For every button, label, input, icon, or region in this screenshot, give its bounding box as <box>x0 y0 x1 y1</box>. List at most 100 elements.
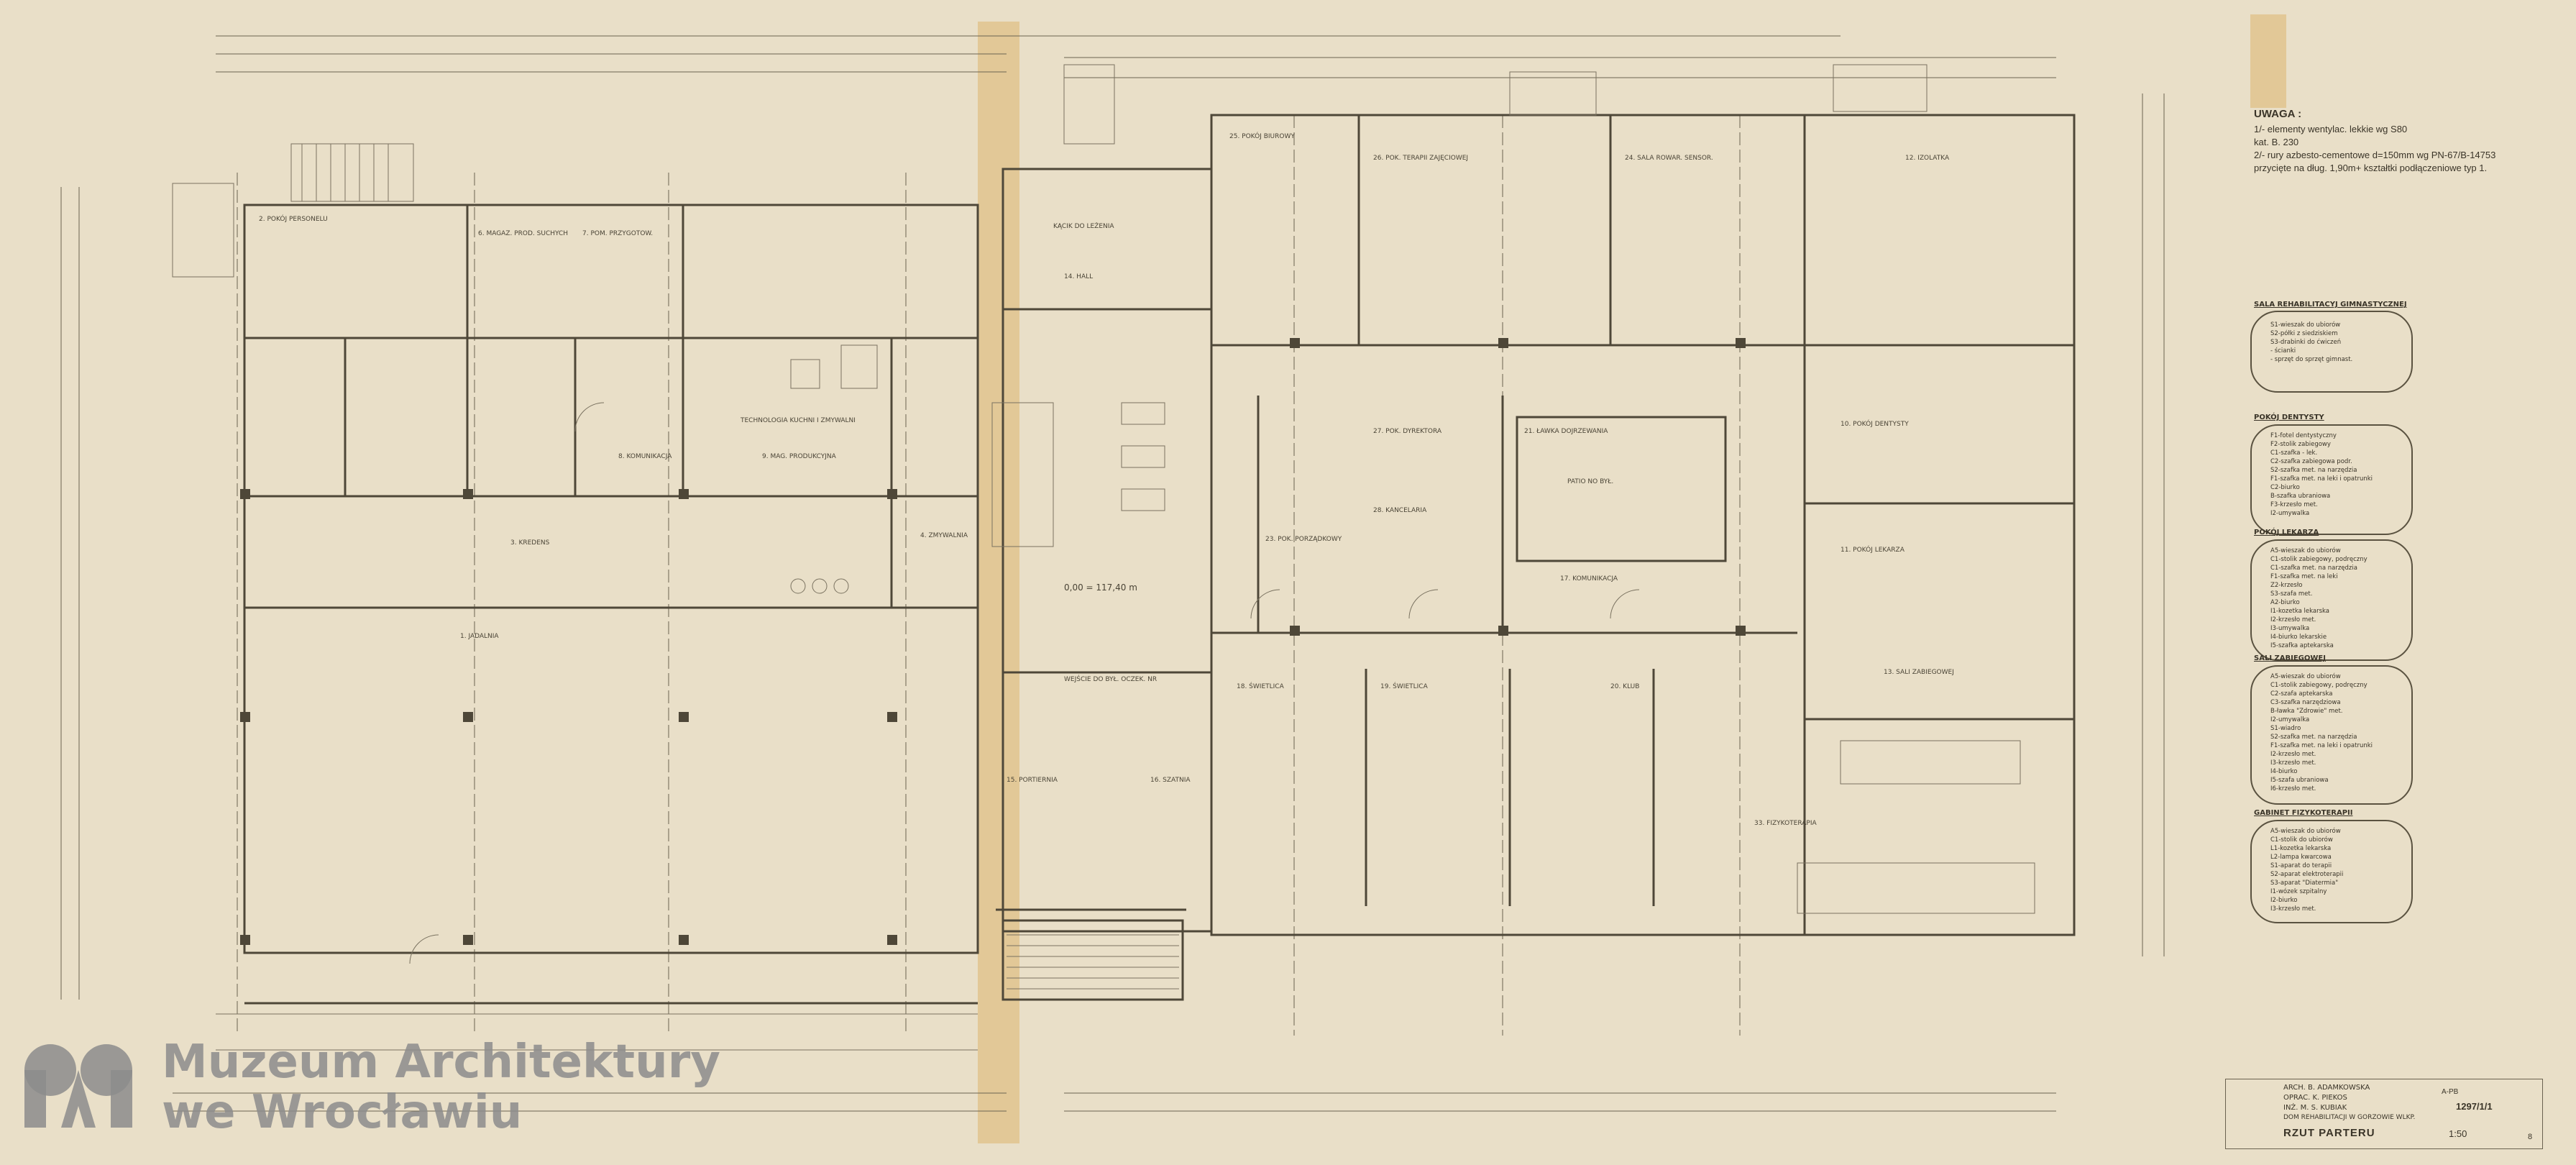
room-label: 18. ŚWIETLICA <box>1237 683 1284 690</box>
note-line: kat. B. 230 <box>2254 137 2299 147</box>
title-block-author: ARCH. B. ADAMKOWSKA <box>2283 1084 2370 1092</box>
room-label: 21. ŁAWKA DOJRZEWANIA <box>1524 428 1608 435</box>
room-label: 17. KOMUNIKACJA <box>1560 575 1618 582</box>
legend-item: - ścianki <box>2270 347 2296 355</box>
legend-item: I3-umywalka <box>2270 625 2310 632</box>
legend-box: A5-wieszak do ubiorów C1-stolik zabiegow… <box>2250 665 2413 805</box>
legend-item: F1-szafka met. na leki <box>2270 573 2338 580</box>
room-label: 26. POK. TERAPII ZAJĘCIOWEJ <box>1373 155 1469 162</box>
legend-item: A2-biurko <box>2270 599 2300 606</box>
legend-title: POKÓJ LEKARZA <box>2254 529 2319 536</box>
legend-item: B-szafka ubraniowa <box>2270 493 2331 500</box>
room-label: 9. MAG. PRODUKCYJNA <box>762 453 836 460</box>
room-label: 12. IZOLATKA <box>1905 155 1950 162</box>
legend-item: C2-szafka zabiegowa podr. <box>2270 458 2352 465</box>
museum-logo <box>22 1041 144 1138</box>
legend-item: I5-szafa ubraniowa <box>2270 777 2329 784</box>
legend-box: F1-fotel dentystyczny F2-stolik zabiegow… <box>2250 424 2413 535</box>
legend-item: I5-szafka aptekarska <box>2270 642 2334 649</box>
legend-item: A5-wieszak do ubiorów <box>2270 828 2341 835</box>
legend-item: A5-wieszak do ubiorów <box>2270 673 2341 680</box>
room-label: TECHNOLOGIA KUCHNI I ZMYWALNI <box>741 417 856 424</box>
note-line: 2/- rury azbesto-cementowe d=150mm wg PN… <box>2254 150 2496 160</box>
sheet-number: 8 <box>2528 1133 2533 1141</box>
room-label: 20. KLUB <box>1610 683 1640 690</box>
legend-item: L2-lampa kwarcowa <box>2270 854 2332 861</box>
legend-item: B-ławka "Zdrowie" met. <box>2270 708 2343 715</box>
legend-item: I2-umywalka <box>2270 716 2310 723</box>
room-label: WEJŚCIE DO BYŁ. OCZEK. NR <box>1064 676 1158 683</box>
legend-item: S2-półki z siedziskiem <box>2270 330 2338 337</box>
legend-item: F1-szafka met. na leki i opatrunki <box>2270 742 2373 749</box>
room-label: 14. HALL <box>1064 273 1094 280</box>
room-label: 2. POKÓJ PERSONELU <box>259 216 328 223</box>
legend-item: I1-wózek szpitalny <box>2270 888 2327 895</box>
title-block: ARCH. B. ADAMKOWSKA OPRAC. K. PIEKOS INŻ… <box>2225 1079 2543 1149</box>
legend-title: SALA REHABILITACYJ GIMNASTYCZNEJ <box>2254 301 2407 309</box>
notes-heading: UWAGA : <box>2254 108 2302 120</box>
legend-box: A5-wieszak do ubiorów C1-stolik zabiegow… <box>2250 539 2413 661</box>
room-label: 6. MAGAZ. PROD. SUCHYCH <box>478 230 569 237</box>
legend-item: I2-krzesło met. <box>2270 751 2316 758</box>
legend-item: F1-fotel dentystyczny <box>2270 432 2337 439</box>
legend-box: A5-wieszak do ubiorów C1-stolik do ubior… <box>2250 820 2413 923</box>
drawing-number: 1297/1/1 <box>2456 1101 2493 1112</box>
tape-strip-right <box>2250 14 2286 108</box>
room-label: PATIO NO BYŁ. <box>1567 478 1614 485</box>
legend-item: C1-stolik zabiegowy, podręczny <box>2270 682 2368 689</box>
level-label: 0,00 = 117,40 m <box>1064 582 1137 593</box>
legend-item: I4-biurko <box>2270 768 2298 775</box>
drawing-title: RZUT PARTERU <box>2283 1127 2375 1139</box>
legend-item: S3-drabinki do ćwiczeń <box>2270 339 2342 346</box>
room-label: 33. FIZYKOTERAPIA <box>1754 820 1817 827</box>
note-line: 1/- elementy wentylac. lekkie wg S80 <box>2254 124 2408 134</box>
room-label: 28. KANCELARIA <box>1373 507 1427 514</box>
museum-logo-line2: we Wrocławiu <box>162 1086 523 1139</box>
room-label: 3. KREDENS <box>510 539 550 547</box>
room-label: 4. ZMYWALNIA <box>920 532 968 539</box>
room-label: 8. KOMUNIKACJA <box>618 453 672 460</box>
legend-item: S2-szafka met. na narzędzia <box>2270 467 2357 474</box>
room-label: 13. SALI ZABIEGOWEJ <box>1884 669 1954 676</box>
room-label: 25. POKÓJ BIUROWY <box>1229 133 1295 140</box>
title-block-project: DOM REHABILITACJI W GORZOWIE WLKP. <box>2283 1114 2416 1121</box>
room-label: KĄCIK DO LEŻENIA <box>1053 223 1114 230</box>
legend-item: C2-szafa aptekarska <box>2270 690 2333 698</box>
museum-logo-line1: Muzeum Architektury <box>162 1036 720 1089</box>
legend-item: S1-wiadro <box>2270 725 2301 732</box>
room-label: 1. JADALNIA <box>460 633 499 640</box>
legend-item: I6-krzesło met. <box>2270 785 2316 792</box>
legend-item: S3-szafa met. <box>2270 590 2313 598</box>
legend-item: C1-szafka - lek. <box>2270 449 2318 457</box>
museum-logo-mark <box>24 1044 132 1128</box>
legend-item: I4-biurko lekarskie <box>2270 634 2327 641</box>
legend-item: C1-szafka met. na narzędzia <box>2270 565 2357 572</box>
legend-item: I2-krzesło met. <box>2270 616 2316 623</box>
legend-item: I2-umywalka <box>2270 510 2310 517</box>
legend-item: A5-wieszak do ubiorów <box>2270 547 2341 554</box>
legend-item: S3-aparat "Diatermia" <box>2270 880 2339 887</box>
legend-title: SALI ZABIEGOWEJ <box>2254 654 2326 662</box>
legend-title: POKÓJ DENTYSTY <box>2254 414 2324 421</box>
legend-item: I2-biurko <box>2270 897 2298 904</box>
title-block-author: INŻ. M. S. KUBIAK <box>2283 1104 2347 1112</box>
note-line: przycięte na dług. 1,90m+ kształtki podł… <box>2254 163 2488 173</box>
legend-item: F2-stolik zabiegowy <box>2270 441 2331 448</box>
room-label: 16. SZATNIA <box>1150 777 1191 784</box>
legend-item: C3-szafka narzędziowa <box>2270 699 2341 706</box>
room-label: 19. ŚWIETLICA <box>1380 683 1428 690</box>
room-label: 7. POM. PRZYGOTOW. <box>582 230 654 237</box>
legend-item: C2-biurko <box>2270 484 2300 491</box>
legend-item: S2-aparat elektroterapii <box>2270 871 2344 878</box>
legend-box: S1-wieszak do ubiorów S2-półki z siedzis… <box>2250 311 2413 393</box>
legend-item: I3-krzesło met. <box>2270 759 2316 767</box>
drawing-scale: 1:50 <box>2449 1128 2467 1139</box>
legend-title: GABINET FIZYKOTERAPII <box>2254 809 2353 817</box>
legend-item: I1-kozetka lekarska <box>2270 608 2329 615</box>
room-label: 24. SALA ROWAR. SENSOR. <box>1625 155 1713 162</box>
legend-item: C1-stolik zabiegowy, podręczny <box>2270 556 2368 563</box>
room-label: 27. POK. DYREKTORA <box>1373 428 1442 435</box>
legend-item: I3-krzesło met. <box>2270 905 2316 913</box>
